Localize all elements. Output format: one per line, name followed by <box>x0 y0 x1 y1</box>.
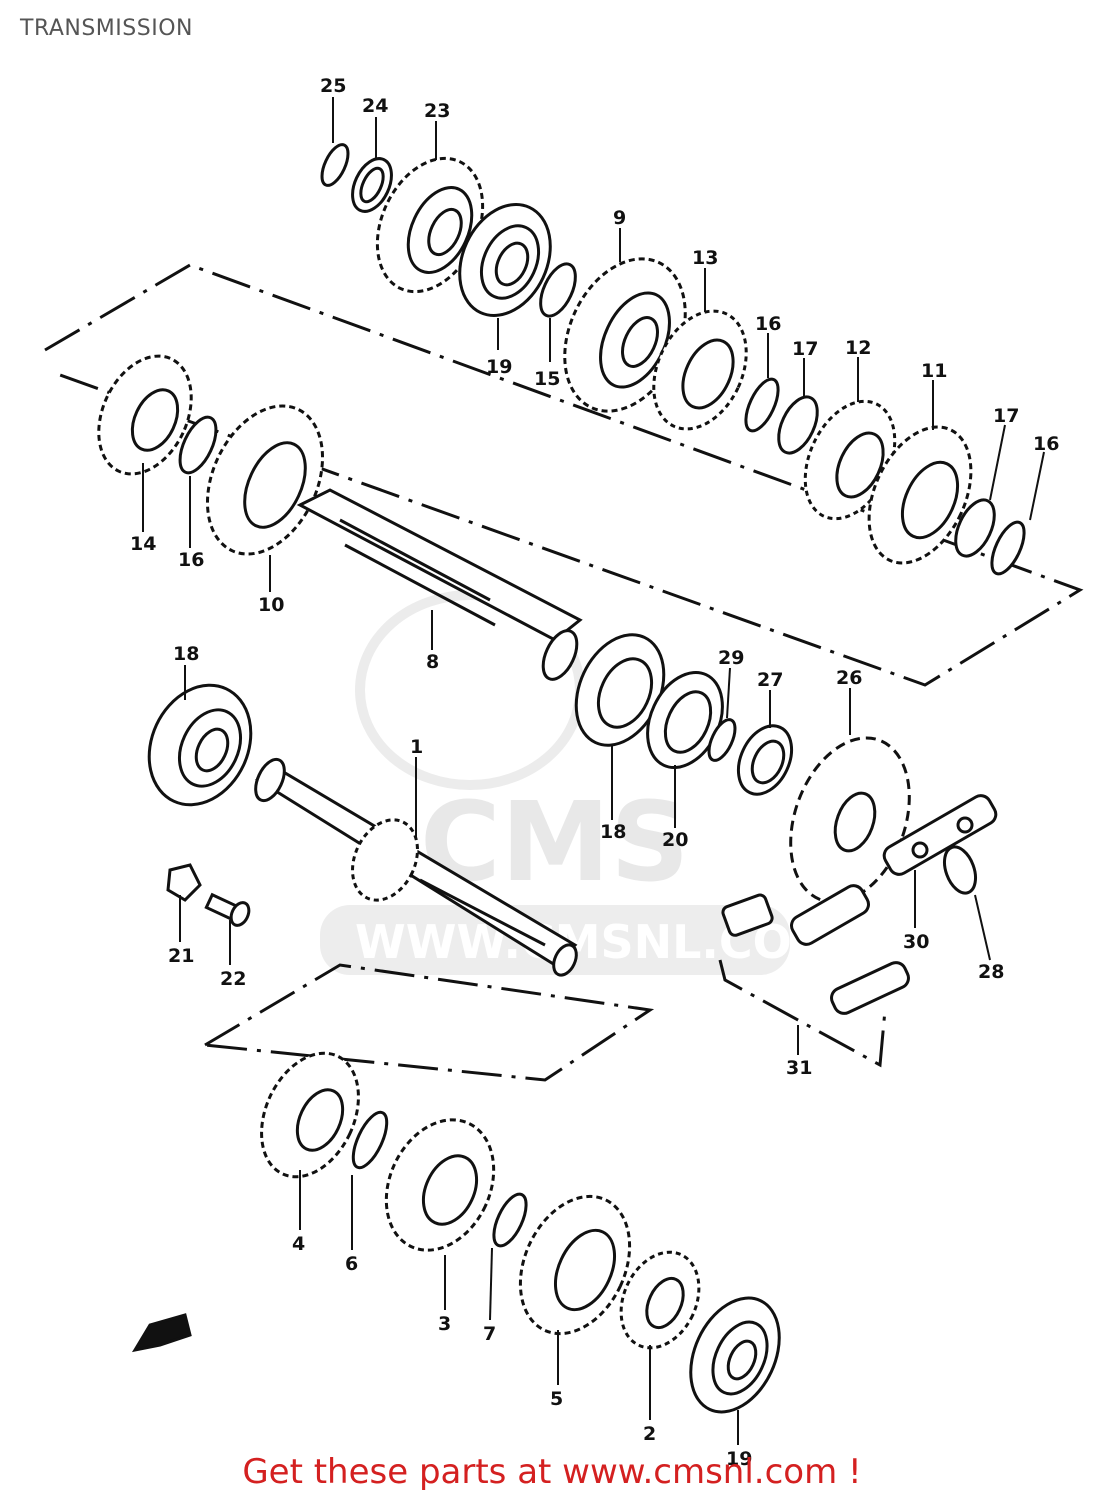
callout-10: 10 <box>258 594 284 616</box>
circlip-16b <box>990 520 1026 576</box>
callout-25: 25 <box>320 75 346 97</box>
callout-30: 30 <box>903 931 929 953</box>
callout-22: 22 <box>220 968 246 990</box>
bearing-18-right <box>574 633 666 747</box>
countershaft-8 <box>296 488 583 681</box>
callout-24: 24 <box>362 95 388 117</box>
callout-3: 3 <box>438 1313 451 1335</box>
callout-2: 2 <box>643 1423 656 1445</box>
callout-18-right: 18 <box>600 821 626 843</box>
gear-2 <box>619 1250 701 1350</box>
callout-21: 21 <box>168 945 194 967</box>
gear-9 <box>563 257 687 413</box>
callout-1: 1 <box>410 736 423 758</box>
callout-4: 4 <box>292 1233 305 1255</box>
lower-shaft-outline <box>204 963 655 1082</box>
screw-22 <box>204 892 251 927</box>
callout-16-a: 16 <box>755 313 781 335</box>
callout-17-a: 17 <box>792 338 818 360</box>
callout-20: 20 <box>662 829 688 851</box>
spacer-27 <box>736 724 794 796</box>
washer-17a <box>777 395 819 455</box>
circlip-16c <box>178 415 218 475</box>
circlip-6 <box>351 1110 389 1170</box>
gear-13 <box>652 309 748 431</box>
upper-shaft-outline <box>44 263 1084 687</box>
callout-8: 8 <box>426 651 439 673</box>
callout-23: 23 <box>424 100 450 122</box>
leader-lines <box>142 97 1045 1445</box>
callout-5: 5 <box>550 1388 563 1410</box>
mainshaft-1 <box>254 757 578 977</box>
chain-outline <box>718 959 887 1068</box>
clip-28 <box>942 845 978 895</box>
callout-11: 11 <box>921 360 947 382</box>
callout-28: 28 <box>978 961 1004 983</box>
callout-16-c: 16 <box>178 549 204 571</box>
callout-31: 31 <box>786 1057 812 1079</box>
callout-19-upper: 19 <box>486 356 512 378</box>
front-arrow-icon <box>131 1313 192 1353</box>
callout-15: 15 <box>534 368 560 390</box>
gear-12 <box>803 399 897 521</box>
footer-link[interactable]: Get these parts at www.cmsnl.com ! <box>242 1452 862 1492</box>
callout-13: 13 <box>692 247 718 269</box>
gear-3 <box>384 1118 496 1252</box>
callout-26: 26 <box>836 667 862 689</box>
callout-18-left: 18 <box>173 643 199 665</box>
callout-labels: 25 24 23 19 15 9 13 16 17 12 11 17 16 14… <box>130 75 1059 1470</box>
callout-6: 6 <box>345 1253 358 1275</box>
gear-5 <box>518 1194 632 1336</box>
chain-parts-31 <box>721 884 910 1015</box>
bearing-18-left <box>147 683 253 807</box>
gear-10 <box>205 404 325 556</box>
retainer-21 <box>166 863 202 902</box>
callout-7: 7 <box>483 1323 496 1345</box>
callout-29: 29 <box>718 647 744 669</box>
washer-17b <box>954 498 996 558</box>
circlip-16a <box>744 377 780 433</box>
callout-14: 14 <box>130 533 156 555</box>
page-title: TRANSMISSION <box>20 16 193 41</box>
o-ring-29 <box>707 718 737 762</box>
callout-12: 12 <box>845 337 871 359</box>
gear-11 <box>867 425 973 565</box>
callout-9: 9 <box>613 207 626 229</box>
gear-23 <box>375 156 485 294</box>
callout-19-lower: 19 <box>726 1448 752 1470</box>
washer-15 <box>539 262 577 318</box>
bearing-19-upper <box>458 203 552 317</box>
circlip-7 <box>492 1192 528 1248</box>
bearing-19-lower <box>689 1296 781 1414</box>
gear-14 <box>97 354 193 476</box>
callout-16-b: 16 <box>1033 433 1059 455</box>
callout-17-b: 17 <box>993 405 1019 427</box>
chain-joint-30 <box>882 794 998 876</box>
oil-seal-20 <box>646 670 724 770</box>
gear-4 <box>260 1051 360 1179</box>
circlip-25 <box>320 143 350 187</box>
callout-27: 27 <box>757 669 783 691</box>
